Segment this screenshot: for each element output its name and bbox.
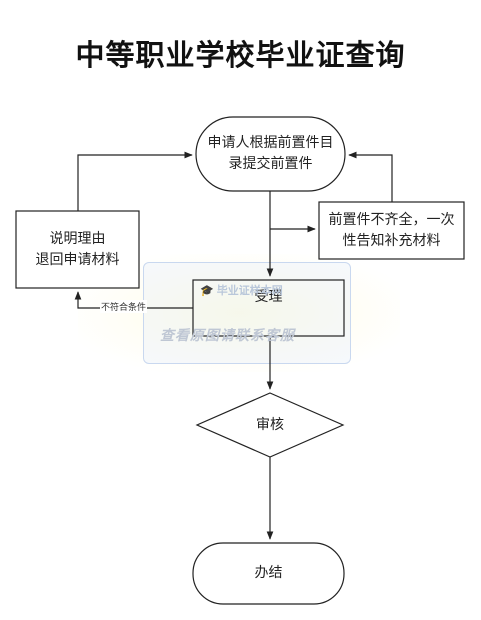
accept-text: 受理 xyxy=(254,288,283,305)
notify-node xyxy=(318,201,465,260)
edge-explain-apply xyxy=(77,151,193,211)
edge-reject xyxy=(74,291,193,309)
apply-text: 申请人根据前置件目 录提交前置件 xyxy=(207,135,334,172)
edge-notify-apply xyxy=(348,151,393,202)
watermark-logo: 🎓毕业证样本网 xyxy=(200,282,283,298)
review-text: 审核 xyxy=(256,416,284,433)
page-title: 中等职业学校毕业证查询 xyxy=(75,38,406,72)
reject-label: 不符合条件 xyxy=(100,300,148,313)
watermark-text: 查看原图请联系客服 xyxy=(160,328,295,344)
explain-node xyxy=(15,210,140,289)
notify-text: 前置件不齐全，一次 性告知补充材料 xyxy=(328,211,455,249)
finish-node xyxy=(192,542,345,605)
finish-text: 办结 xyxy=(254,565,283,581)
explain-text: 说明理由 退回申请材料 xyxy=(35,230,120,268)
graduation-cap-icon: 🎓 xyxy=(200,284,214,297)
watermark-logo-text: 毕业证样本网 xyxy=(216,284,283,297)
watermark-frame xyxy=(143,262,351,364)
